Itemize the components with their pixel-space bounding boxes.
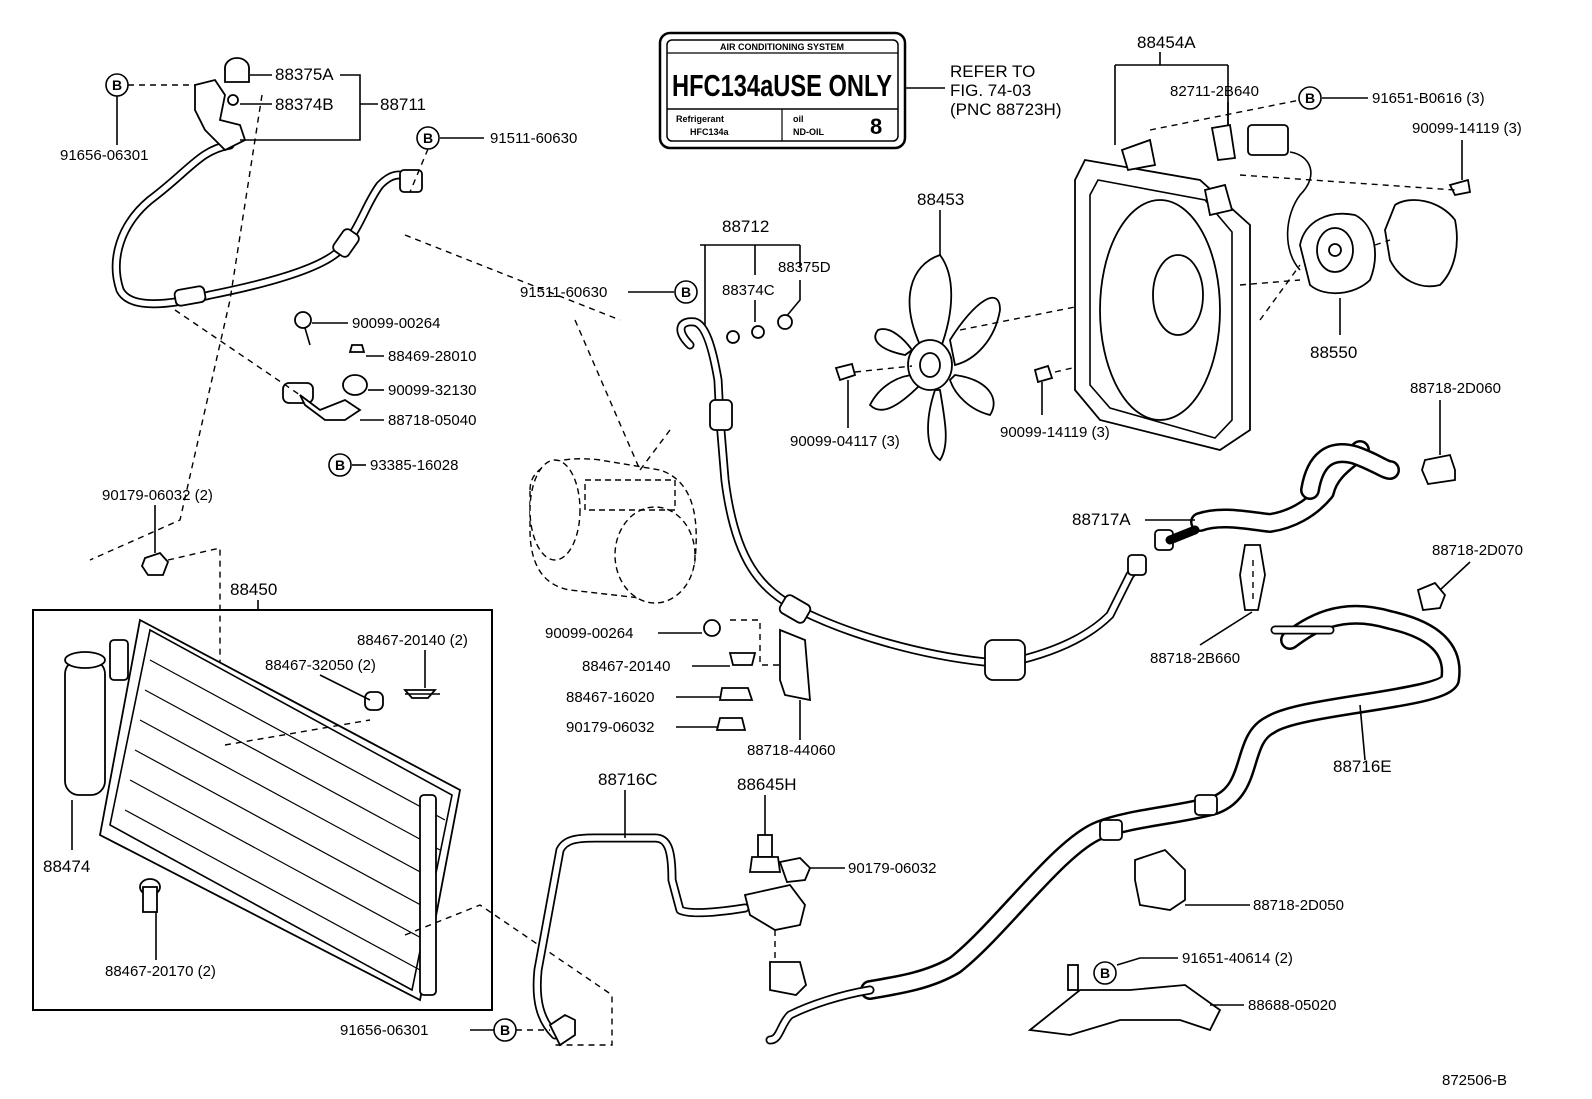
fan-shroud-88454A-drawing xyxy=(1074,138,1251,451)
refer-note-line1: REFER TO xyxy=(950,62,1035,81)
part-90099-14119-3-mid: 90099-14119 (3) xyxy=(1000,424,1110,441)
part-82711-2B640: 82711-2B640 xyxy=(1170,83,1259,100)
figure-id: 872506-B xyxy=(1442,1072,1507,1089)
part-88450: 88450 xyxy=(230,580,277,599)
label-refrigerant-caption: Refrigerant xyxy=(676,114,724,124)
part-88718-05040: 88718-05040 xyxy=(388,412,476,429)
b-marker: B xyxy=(423,130,433,146)
part-88454A: 88454A xyxy=(1137,33,1196,52)
b-marker: B xyxy=(1305,90,1315,106)
part-90179-06032-mid: 90179-06032 xyxy=(566,719,654,736)
part-90099-04117-3: 90099-04117 (3) xyxy=(790,433,900,450)
part-88467-16020: 88467-16020 xyxy=(566,689,654,706)
part-88374C: 88374C xyxy=(722,282,775,299)
pipe-88712-drawing xyxy=(676,314,1147,681)
part-88688-05020: 88688-05020 xyxy=(1248,997,1336,1014)
label-refrigerant-value: HFC134a xyxy=(690,127,730,137)
label-headline-text: HFC134aUSE ONLY xyxy=(672,68,892,103)
part-90099-00264-top: 90099-00264 xyxy=(352,315,440,332)
part-88718-44060: 88718-44060 xyxy=(747,742,835,759)
part-88374B: 88374B xyxy=(275,95,334,114)
part-88469-28010: 88469-28010 xyxy=(388,348,476,365)
fan-motor-88550-drawing xyxy=(1247,124,1472,295)
part-88711: 88711 xyxy=(380,95,426,114)
bracket-88718-44060-drawing xyxy=(703,619,811,731)
part-91656-06301-top: 91656-06301 xyxy=(60,147,148,164)
part-88718-2D050: 88718-2D050 xyxy=(1253,897,1344,914)
part-88718-2B660: 88718-2B660 xyxy=(1150,650,1240,667)
part-91511-60630-top: 91511-60630 xyxy=(490,130,577,147)
part-88550: 88550 xyxy=(1310,343,1357,362)
part-88467-20170-2: 88467-20170 (2) xyxy=(105,963,216,980)
grommet-2D070-icon xyxy=(1416,581,1447,611)
part-90179-06032-bottom: 90179-06032 xyxy=(848,860,936,877)
part-90099-32130: 90099-32130 xyxy=(388,382,476,399)
pressure-switch-88645H-drawing xyxy=(743,834,812,996)
b-marker: B xyxy=(335,457,345,473)
part-88645H: 88645H xyxy=(737,775,797,794)
part-88474: 88474 xyxy=(43,857,90,876)
label-oil-caption: oil xyxy=(793,114,804,124)
hose-88711-drawing xyxy=(111,57,423,309)
hose-88716E-drawing xyxy=(765,604,1461,1045)
label-oil-value: ND-OIL xyxy=(793,127,824,137)
part-91651-B0616-3: 91651-B0616 (3) xyxy=(1372,90,1485,107)
part-88467-32050-2: 88467-32050 (2) xyxy=(265,657,376,674)
part-90099-00264-mid: 90099-00264 xyxy=(545,625,633,642)
part-91656-06301-bottom: 91656-06301 xyxy=(340,1022,428,1039)
part-88453: 88453 xyxy=(917,190,964,209)
fan-88453-drawing xyxy=(868,253,1001,462)
part-93385-16028: 93385-16028 xyxy=(370,457,458,474)
part-88716E: 88716E xyxy=(1333,757,1392,776)
part-90179-06032-2-top: 90179-06032 (2) xyxy=(102,487,213,504)
part-90099-14119-3-top: 90099-14119 (3) xyxy=(1412,120,1522,137)
part-88716C: 88716C xyxy=(598,770,658,789)
b-marker: B xyxy=(1100,965,1110,981)
refer-note-line3: (PNC 88723H) xyxy=(950,100,1062,119)
label-oil-number: 8 xyxy=(870,114,882,139)
b-marker: B xyxy=(112,77,122,93)
hose-88717A-drawing xyxy=(1154,440,1400,611)
part-88712: 88712 xyxy=(722,217,769,236)
part-91651-40614-2: 91651-40614 (2) xyxy=(1182,950,1293,967)
part-88375A: 88375A xyxy=(275,65,334,84)
part-88717A: 88717A xyxy=(1072,510,1131,529)
part-88718-2D060: 88718-2D060 xyxy=(1410,380,1501,397)
pipe-88716C-drawing xyxy=(532,833,750,1047)
refrigerant-warning-label: AIR CONDITIONING SYSTEM HFC134aUSE ONLY … xyxy=(658,31,907,150)
part-88467-20140-2: 88467-20140 (2) xyxy=(357,632,468,649)
b-marker: B xyxy=(500,1022,510,1038)
bracket-88688-icon xyxy=(1027,984,1222,1036)
label-system-text: AIR CONDITIONING SYSTEM xyxy=(720,42,844,52)
part-88467-20140: 88467-20140 xyxy=(582,658,670,675)
b-marker: B xyxy=(681,284,691,300)
condenser-box xyxy=(32,609,493,1011)
compressor-drawing xyxy=(529,458,697,604)
clamp-2D050-icon xyxy=(1134,848,1186,911)
part-88718-2D070: 88718-2D070 xyxy=(1432,542,1523,559)
condenser-drawing xyxy=(64,618,462,1002)
refer-note-line2: FIG. 74-03 xyxy=(950,81,1031,100)
part-88375D: 88375D xyxy=(778,259,831,276)
grommet-2D060-icon xyxy=(1421,453,1456,485)
part-91511-60630-mid: 91511-60630 xyxy=(520,284,607,301)
